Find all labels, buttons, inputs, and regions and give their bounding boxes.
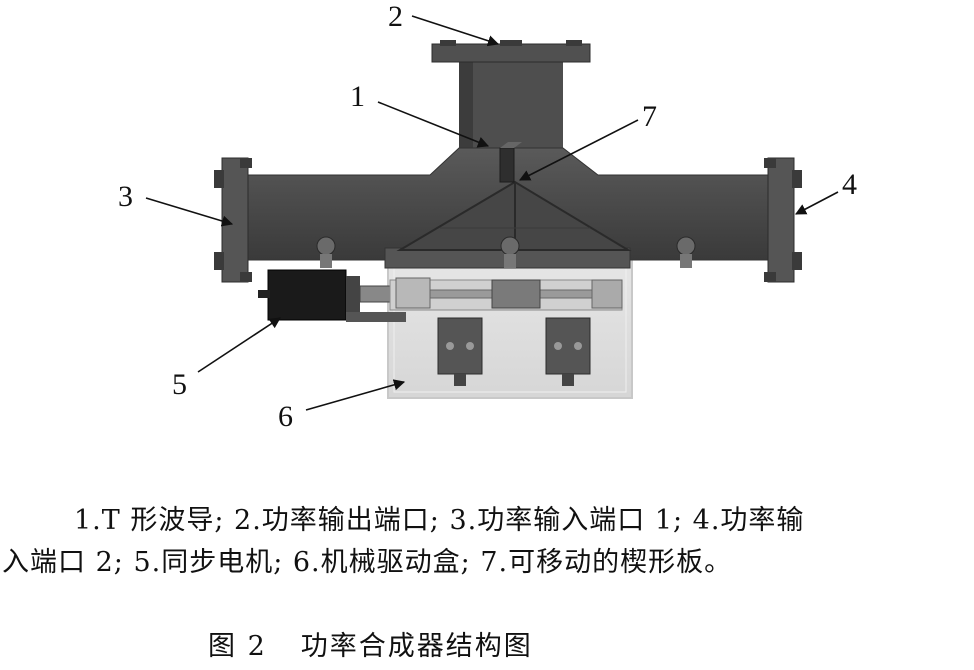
callout-2: 2 (388, 0, 403, 33)
carriage-blocks (437, 317, 591, 386)
legend-line-1: 1.T 形波导; 2.功率输出端口; 3.功率输入端口 1; 4.功率输 (74, 505, 805, 536)
t-waveguide (243, 58, 773, 269)
callout-3: 3 (118, 180, 133, 213)
legend-line-2: 入端口 2; 5.同步电机; 6.机械驱动盒; 7.可移动的楔形板。 (2, 547, 733, 578)
callout-4: 4 (842, 168, 857, 201)
figure-caption-title: 图 2 功率合成器结构图 (0, 624, 974, 663)
mounting-bolts (316, 236, 696, 268)
callout-5: 5 (172, 368, 187, 401)
input-port-2-flange (764, 157, 802, 283)
callout-6: 6 (278, 400, 293, 433)
power-combiner-diagram: 2 1 7 3 4 5 6 (118, 0, 857, 433)
callout-7: 7 (642, 100, 657, 133)
movable-wedge-plate (499, 142, 522, 183)
lead-screw-mechanism (389, 277, 623, 311)
callout-leaders (145, 15, 839, 411)
output-port-flange (431, 40, 591, 63)
figure-legend: 1.T 形波导; 2.功率输出端口; 3.功率输入端口 1; 4.功率输 入端口… (0, 500, 974, 584)
synchronous-motor (258, 269, 406, 322)
figure-number: 图 2 (208, 631, 267, 662)
callout-1: 1 (350, 80, 365, 113)
figure-title-text: 功率合成器结构图 (300, 631, 533, 662)
